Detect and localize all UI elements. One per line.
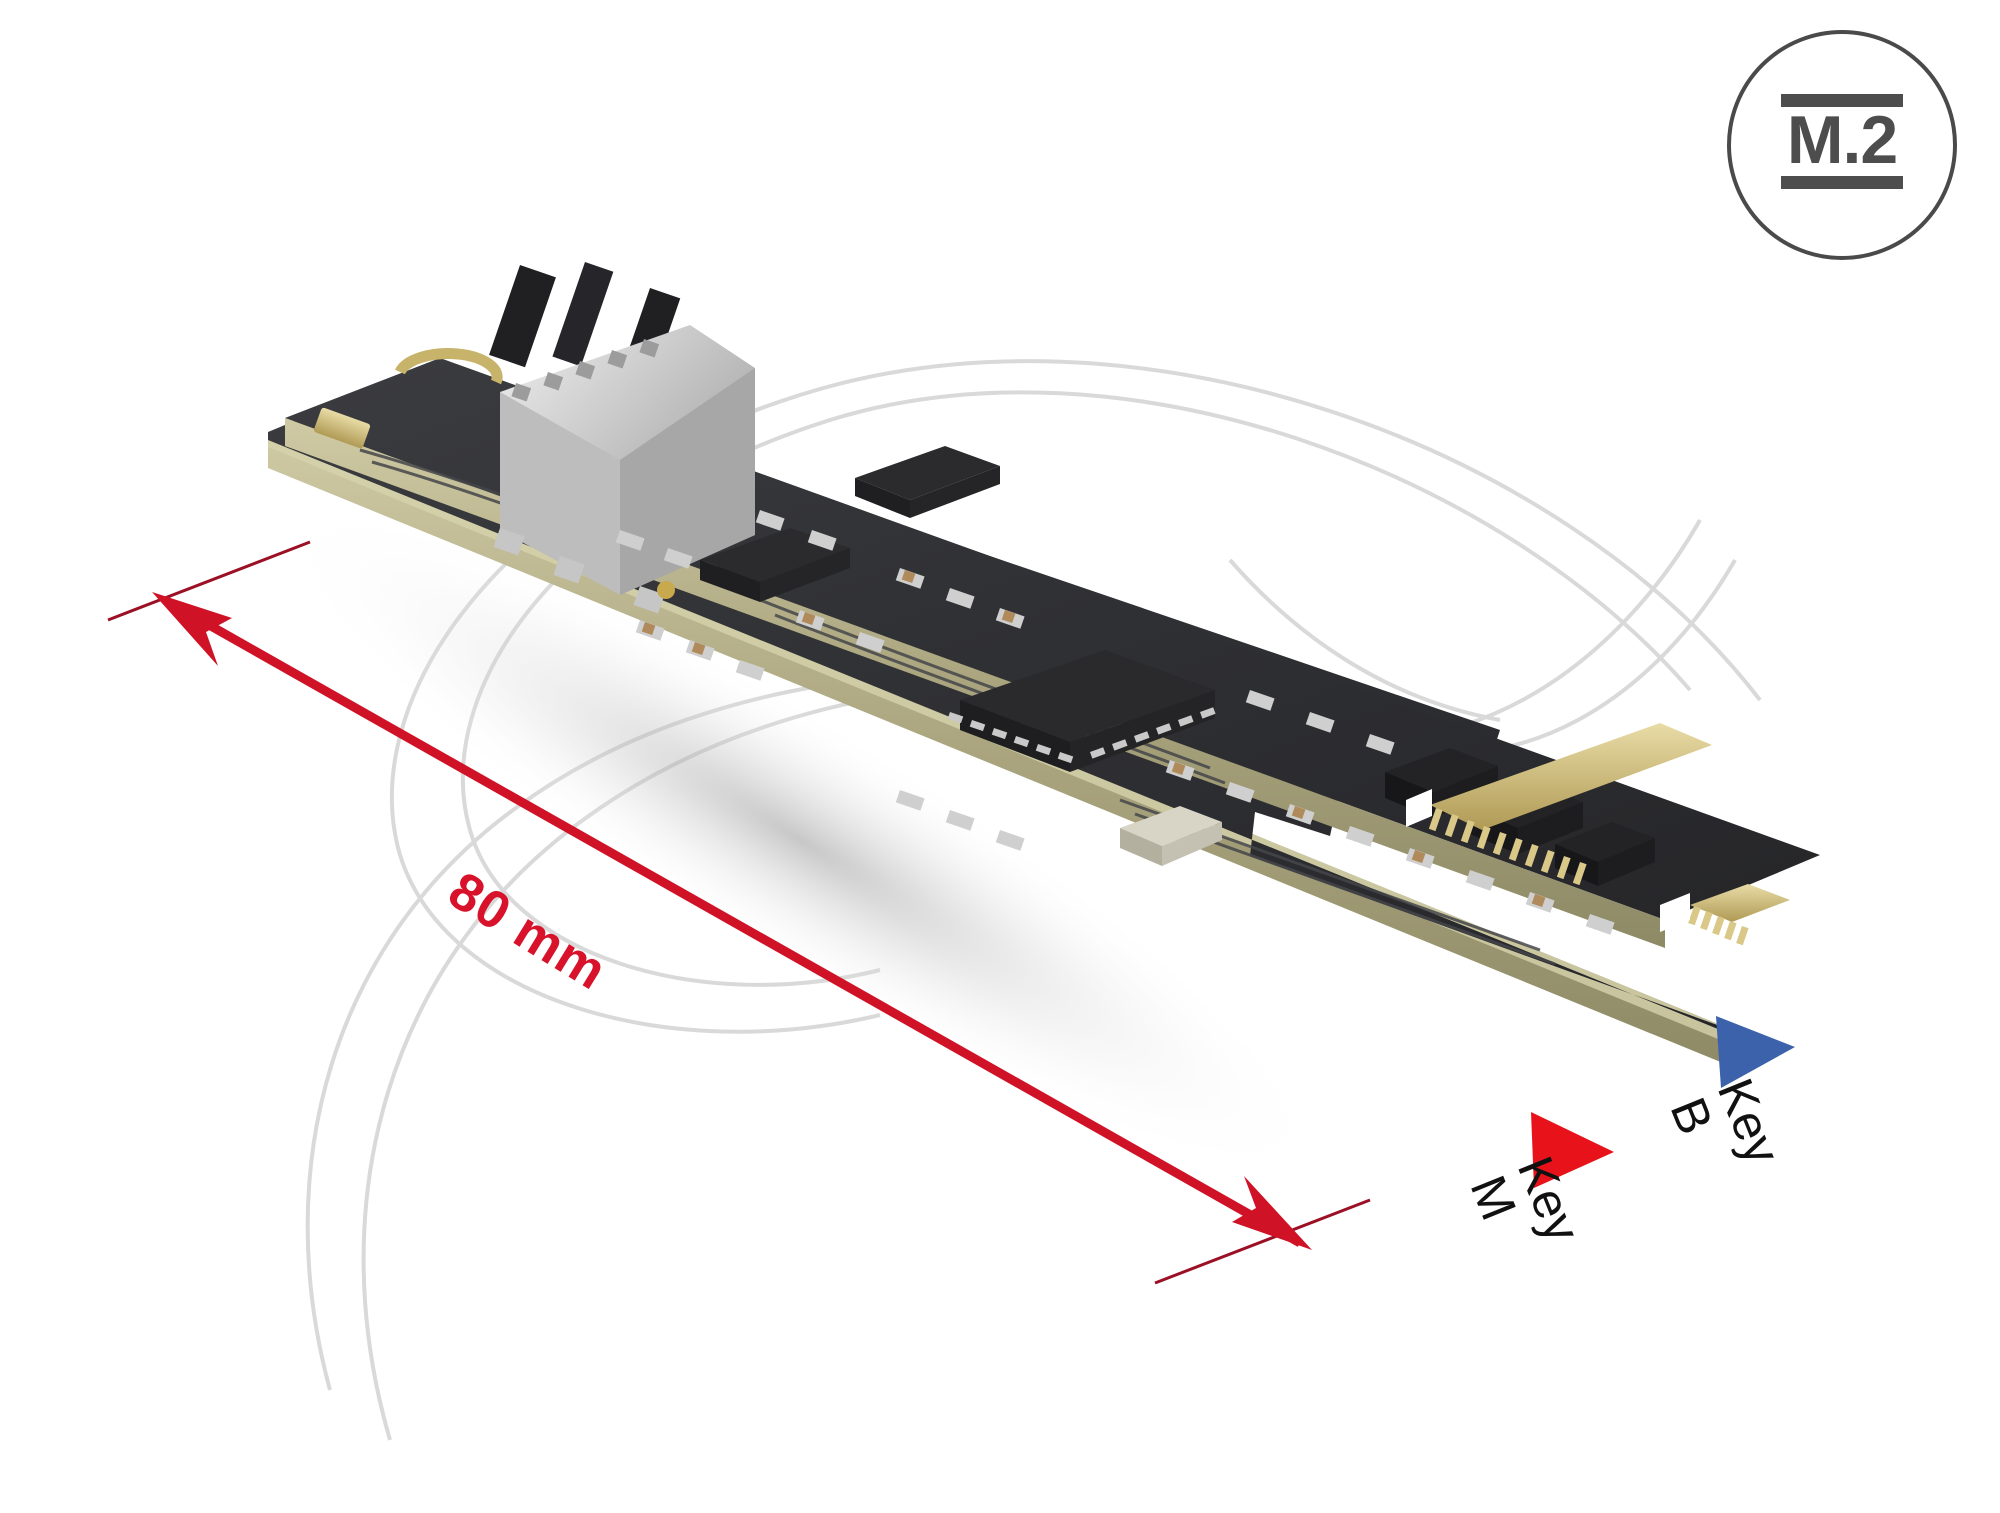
controller-chip — [947, 650, 1216, 772]
smd-passives — [615, 510, 1615, 935]
key-b-arrow — [1716, 1016, 1795, 1088]
soic-chip-b — [855, 446, 1000, 518]
key-m-arrow — [1531, 1112, 1614, 1188]
gold-fingers-key-m — [1428, 723, 1712, 886]
crystal-oscillator — [1120, 806, 1222, 866]
m2-badge-bar-top — [1781, 94, 1903, 107]
m2-badge-label: M.2 — [1786, 102, 1898, 178]
usb-connector — [489, 262, 755, 614]
gold-fingers-key-b — [1688, 884, 1790, 946]
m2-badge: M.2 — [1727, 30, 1957, 260]
dimension-line-80mm — [107, 540, 1371, 1285]
m2-badge-bar-bottom — [1781, 176, 1903, 189]
